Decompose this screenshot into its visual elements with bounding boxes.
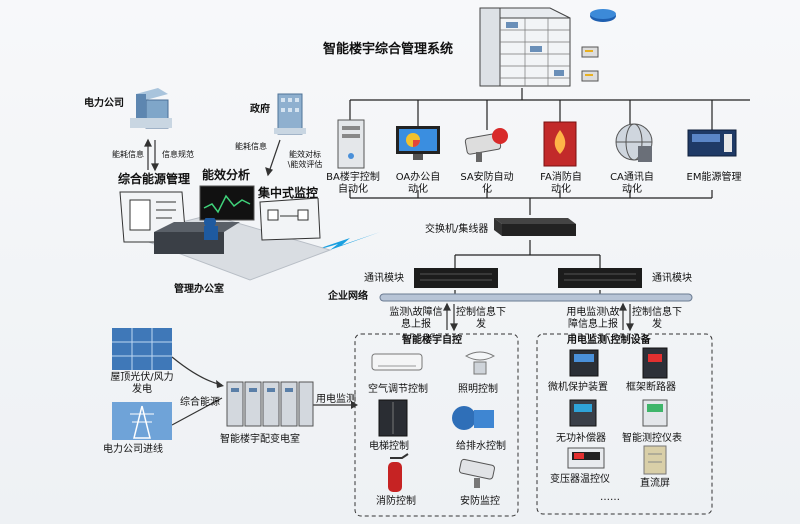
subsystem-sa-label: SA安防自动化 [460, 172, 514, 195]
control-left-label: 控制信息下发 [456, 307, 506, 330]
water-pump-icon [448, 400, 498, 436]
government-label: 政府 [250, 104, 270, 115]
power-company-label: 电力公司 [84, 98, 124, 109]
power-tower-icon [112, 402, 172, 440]
enterprise-network-label: 企业网络 [328, 291, 368, 302]
temp-controller-label: 变压器温控仪 [550, 474, 610, 485]
switch-label: 交换机/集线器 [425, 224, 489, 235]
cctv-camera-icon [456, 454, 502, 490]
subsystem-em-label: EM能源管理 [686, 172, 742, 183]
water-label: 给排水控制 [456, 441, 506, 452]
grid-input-label: 电力公司进线 [103, 444, 163, 455]
switchgear-icon [225, 378, 315, 430]
em-device-icon [686, 124, 738, 164]
fire-alarm-icon [540, 120, 580, 168]
ca-globe-icon [612, 120, 656, 166]
subsystem-ca-label: CA通讯自动化 [610, 172, 654, 195]
energy-info-label: 能耗信息 [112, 150, 144, 159]
building-system-icon [470, 4, 580, 88]
substation-label: 智能楼宇配变电室 [220, 434, 300, 445]
ellipsis-label: …… [600, 492, 620, 503]
ba-server-icon [332, 118, 370, 170]
ac-label: 空气调节控制 [368, 384, 428, 395]
operator-desk-icon [150, 218, 240, 266]
building-control-title: 智能楼宇自控 [402, 335, 462, 346]
report-right-label: 用电监测\故障信息上报 [566, 307, 620, 330]
power-devices-title: 用电监测\控制设备 [567, 335, 651, 346]
power-company-building-icon [128, 84, 174, 130]
server-icon [580, 44, 600, 60]
subsystem-fa-label: FA消防自动化 [540, 172, 582, 195]
solar-wind-label: 屋顶光伏/风力发电 [110, 372, 174, 395]
management-office-label: 管理办公室 [174, 284, 224, 295]
integrated-energy-label: 综合能源管理 [118, 172, 191, 186]
lighting-icon [460, 346, 500, 380]
solar-wind-icon [112, 328, 172, 370]
subsystem-oa-label: OA办公自动化 [395, 172, 441, 195]
breaker-label: 框架断路器 [626, 382, 676, 393]
efficiency-analysis-label: 能效分析 [202, 168, 251, 182]
dc-panel-label: 直流屏 [640, 478, 670, 489]
relay-label: 微机保护装置 [548, 382, 608, 393]
comm-module-left-label: 通讯模块 [364, 273, 404, 284]
gov-eval-label: 能效对标\能效评估 [287, 150, 323, 169]
integrated-source-label: 综合能源 [180, 397, 220, 408]
analysis-monitor-icon [198, 184, 256, 224]
centralized-monitor-label: 集中式监控 [258, 186, 319, 200]
elevator-label: 电梯控制 [369, 441, 409, 452]
switch-icon [488, 214, 578, 240]
government-building-icon [270, 88, 310, 136]
oa-monitor-icon [393, 124, 443, 164]
monitor-panel-icon [258, 198, 322, 242]
elevator-icon [375, 398, 411, 438]
dc-panel-icon [642, 444, 668, 476]
subsystem-ba-label: BA楼宇控制自动化 [326, 172, 380, 195]
lighting-label: 照明控制 [458, 384, 498, 395]
smart-meter-icon [640, 398, 670, 428]
power-monitoring-label: 用电监测 [316, 394, 356, 405]
smart-meter-label: 智能测控仪表 [622, 433, 682, 444]
info-standard-label: 信息规范 [162, 150, 194, 159]
compensator-label: 无功补偿器 [556, 433, 606, 444]
fire-label: 消防控制 [376, 496, 416, 507]
server-icon [580, 68, 600, 84]
control-right-label: 控制信息下发 [632, 307, 682, 330]
fire-extinguisher-icon [376, 452, 412, 494]
security-camera-icon [462, 124, 512, 164]
temp-controller-icon [566, 446, 606, 470]
compensator-icon [566, 398, 600, 428]
comm-module-right-label: 通讯模块 [652, 273, 692, 284]
system-title: 智能楼宇综合管理系统 [323, 42, 454, 57]
comm-module-left-icon [412, 266, 500, 290]
ac-icon [370, 352, 424, 374]
comm-module-right-icon [556, 266, 644, 290]
security-label: 安防监控 [460, 496, 500, 507]
report-left-label: 监测\故障信息上报 [389, 307, 443, 330]
breaker-icon [640, 346, 670, 380]
router-icon [588, 6, 618, 26]
relay-protection-icon [566, 348, 602, 378]
gov-energy-info-label: 能耗信息 [235, 142, 267, 151]
